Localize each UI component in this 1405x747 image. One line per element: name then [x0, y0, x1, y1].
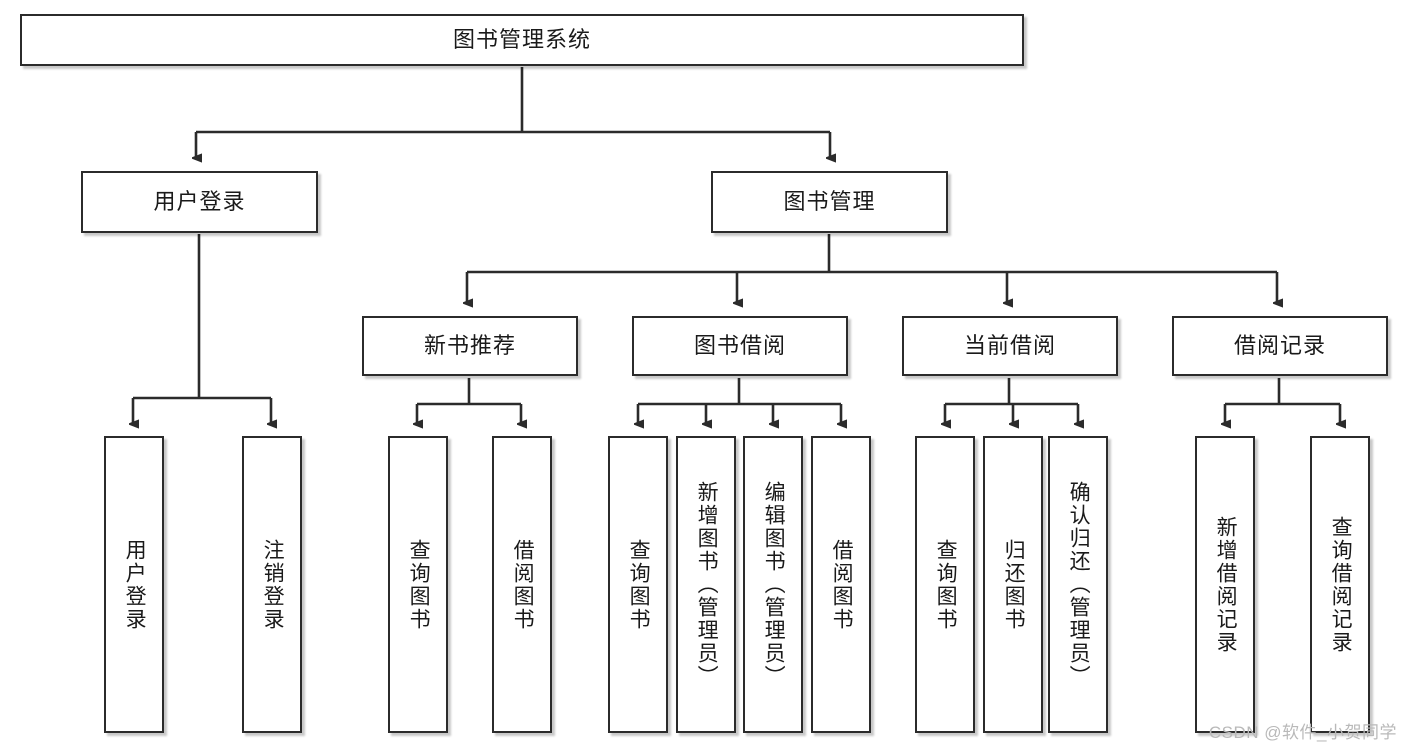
leaf-label: 借阅图书 [511, 538, 535, 631]
leaf-recommend-borrow-book[interactable]: 借阅图书 [492, 436, 552, 733]
leaf-label: 查询图书 [407, 538, 431, 631]
leaf-recommend-query-book[interactable]: 查询图书 [388, 436, 448, 733]
node-root[interactable]: 图书管理系统 [20, 14, 1024, 66]
node-borrow-record-label: 借阅记录 [1233, 332, 1326, 358]
leaf-label: 用户登录 [123, 538, 147, 631]
node-book-borrow-label: 图书借阅 [693, 332, 786, 358]
leaf-borrow-borrow-book[interactable]: 借阅图书 [811, 436, 871, 733]
leaf-label: 确认归还（管理员） [1067, 481, 1091, 688]
leaf-borrow-add-book[interactable]: 新增图书（管理员） [676, 436, 736, 733]
node-new-book-recommend[interactable]: 新书推荐 [362, 316, 578, 376]
node-root-label: 图书管理系统 [452, 26, 591, 52]
node-new-book-recommend-label: 新书推荐 [423, 332, 516, 358]
leaf-borrow-edit-book[interactable]: 编辑图书（管理员） [743, 436, 803, 733]
leaf-label: 查询图书 [934, 538, 958, 631]
leaf-user-login-login[interactable]: 用户登录 [104, 436, 164, 733]
node-book-borrow[interactable]: 图书借阅 [632, 316, 848, 376]
leaf-current-return-book[interactable]: 归还图书 [983, 436, 1043, 733]
node-user-login[interactable]: 用户登录 [81, 171, 318, 233]
node-user-login-label: 用户登录 [153, 188, 246, 214]
leaf-label: 注销登录 [261, 538, 285, 631]
csdn-watermark: CSDN @软件_小贺同学 [1208, 723, 1397, 742]
leaf-label: 新增图书（管理员） [695, 481, 719, 688]
leaf-current-confirm-return[interactable]: 确认归还（管理员） [1048, 436, 1108, 733]
leaf-borrow-query-book[interactable]: 查询图书 [608, 436, 668, 733]
node-current-borrow-label: 当前借阅 [963, 332, 1056, 358]
node-current-borrow[interactable]: 当前借阅 [902, 316, 1118, 376]
node-book-management[interactable]: 图书管理 [711, 171, 948, 233]
leaf-record-add-record[interactable]: 新增借阅记录 [1195, 436, 1255, 733]
leaf-user-login-logout[interactable]: 注销登录 [242, 436, 302, 733]
leaf-current-query-book[interactable]: 查询图书 [915, 436, 975, 733]
leaf-label: 新增借阅记录 [1214, 515, 1238, 654]
node-borrow-record[interactable]: 借阅记录 [1172, 316, 1388, 376]
node-book-management-label: 图书管理 [783, 188, 876, 214]
leaf-label: 借阅图书 [830, 538, 854, 631]
leaf-label: 归还图书 [1002, 538, 1026, 631]
leaf-record-query-record[interactable]: 查询借阅记录 [1310, 436, 1370, 733]
leaf-label: 查询借阅记录 [1329, 515, 1353, 654]
leaf-label: 查询图书 [627, 538, 651, 631]
leaf-label: 编辑图书（管理员） [762, 481, 786, 688]
